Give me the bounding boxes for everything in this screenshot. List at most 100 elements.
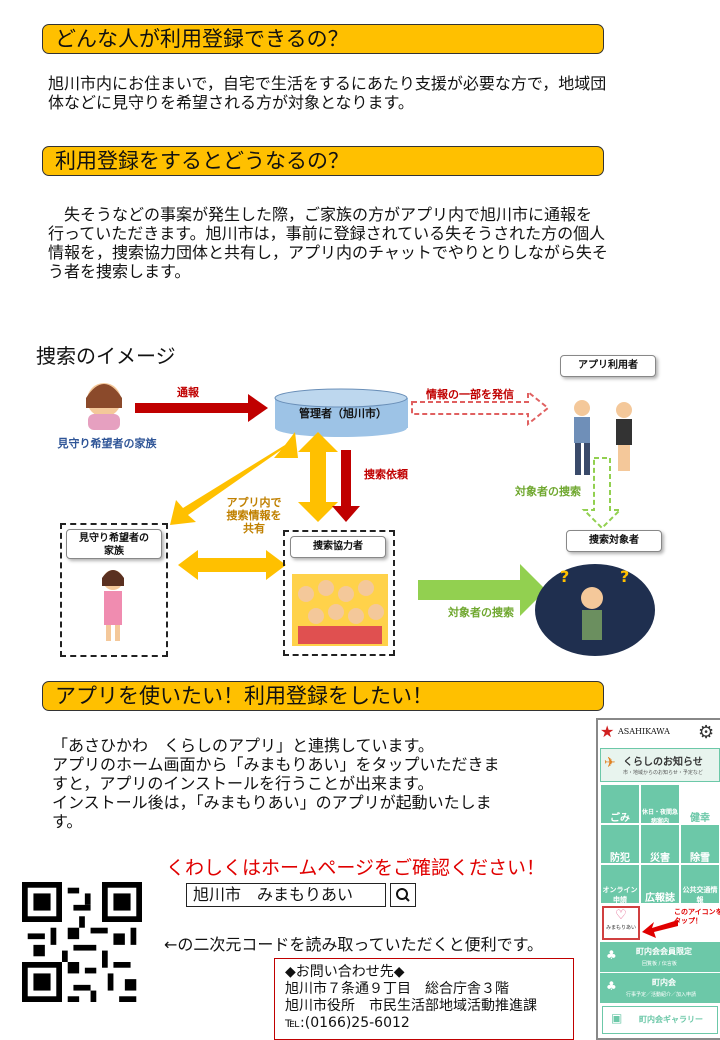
- tile-online[interactable]: オンライン申請: [600, 864, 640, 904]
- target-search-label-2: 対象者の捜索: [448, 606, 514, 619]
- diagram-title: 捜索のイメージ: [36, 344, 176, 368]
- target-search-arrow: [418, 564, 546, 616]
- green-dashed-arrow: [581, 457, 623, 530]
- community-icon: ♣: [606, 979, 617, 993]
- apply-line-3: すと，アプリのインストールを行うことが出来ます。: [52, 774, 434, 793]
- row-members-sub: 回覧板 / 伝言板: [642, 961, 677, 967]
- vertical-double-arrow: [298, 432, 338, 522]
- who-line-2: 体などに見守りを希望される方が対象となります。: [48, 93, 414, 112]
- tile-disaster[interactable]: 災害: [640, 824, 680, 864]
- search-icon[interactable]: [390, 883, 416, 907]
- admin-cylinder: [274, 388, 408, 437]
- apply-body: 「あさひかわ くらしのアプリ」と連携しています。 アプリのホーム画面から「みまも…: [52, 736, 500, 831]
- who-line-1: 旭川市内にお住まいで，自宅で生活をするにあたり支援が必要な方で，地域団: [48, 74, 607, 93]
- search-request-label: 捜索依頼: [364, 468, 408, 481]
- runner-icon: ✈: [604, 755, 616, 771]
- family-box-line-1: 見守り希望者の: [79, 533, 149, 544]
- star-logo-icon: ★: [600, 722, 615, 741]
- heart-icon: ♡: [615, 908, 627, 923]
- contact-address: 旭川市７条通９丁目 総合庁舎３階: [285, 981, 509, 997]
- who-body: 旭川市内にお住まいで，自宅で生活をするにあたり支援が必要な方で，地域団 体などに…: [48, 74, 606, 112]
- contact-office: 旭川市役所 市民生活部地域活動推進課: [285, 998, 537, 1014]
- cooperator-box: 捜索協力者: [290, 536, 386, 558]
- row-community[interactable]: ♣ 町内会 行事予定／活動紹介／加入申請: [600, 973, 720, 1003]
- share-line-2: 捜索情報を: [226, 509, 282, 522]
- tile-emergency[interactable]: 休日・夜間急病案内: [640, 784, 680, 825]
- target-box: 捜索対象者: [566, 530, 662, 552]
- info-dashed-arrow: [411, 389, 550, 427]
- app-user-box: アプリ利用者: [560, 355, 656, 377]
- section-header-what: 利用登録をするとどうなるの？: [42, 146, 604, 176]
- tile-garbage[interactable]: ごみ: [600, 784, 640, 824]
- row-members[interactable]: ♣ 町内会会員限定 回覧板 / 伝言板: [600, 942, 720, 973]
- contact-box: ◆お問い合わせ先◆ 旭川市７条通９丁目 総合庁舎３階 旭川市役所 市民生活部地域…: [274, 958, 574, 1040]
- apply-line-5: す。: [52, 812, 83, 831]
- share-line-3: 共有: [243, 522, 265, 535]
- tile-health[interactable]: 健幸: [680, 784, 720, 824]
- crowd-icon: [292, 574, 388, 646]
- tap-hint-line-1: このアイコンを: [674, 908, 720, 916]
- svg-text:?: ?: [560, 567, 569, 586]
- mimamori-tile[interactable]: ♡ みまもりあい: [602, 906, 640, 940]
- share-line-1: アプリ内で: [226, 496, 282, 509]
- row-gallery-label: 町内会ギャラリー: [639, 1015, 703, 1024]
- report-arrow: [135, 394, 268, 422]
- tile-transit[interactable]: 公共交通情報: [680, 864, 720, 904]
- apply-line-4: インストール後は，「みまもりあい」のアプリが起動いたしま: [52, 793, 492, 812]
- what-line-3: 情報を，捜索協力団体と共有し，アプリ内のチャットでやりとりしながら失そ: [48, 243, 608, 262]
- banner-title: くらしのお知らせ: [623, 757, 703, 768]
- family-box-label: 見守り希望者の 家族: [66, 529, 162, 559]
- row-members-label: 町内会会員限定: [636, 947, 692, 956]
- row-gallery[interactable]: ▣ 町内会ギャラリー: [602, 1006, 718, 1034]
- what-body: 失そうなどの事案が発生した際，ご家族の方がアプリ内で旭川市に通報を 行っていただ…: [48, 205, 608, 281]
- family-woman-icon: [102, 570, 124, 641]
- search-query-box[interactable]: 旭川市 みまもりあい: [186, 883, 386, 907]
- mimamori-label: みまもりあい: [605, 925, 636, 931]
- share-label: アプリ内で 捜索情報を 共有: [214, 496, 294, 535]
- target-search-label-1: 対象者の捜索: [515, 485, 581, 498]
- request-arrow: [332, 450, 360, 522]
- admin-label: 管理者（旭川市）: [299, 407, 387, 420]
- banner-sub: 市・地域からのお知らせ・予定など: [623, 770, 703, 776]
- app-users-icon: [574, 400, 632, 475]
- app-screenshot: ★ ASAHIKAWA ⚙ ✈ くらしのお知らせ 市・地域からのお知らせ・予定な…: [596, 718, 720, 1040]
- horizontal-double-arrow: [178, 550, 286, 580]
- apply-line-2: アプリのホーム画面から「みまもりあい」をタップいただきま: [52, 755, 500, 774]
- app-banner[interactable]: ✈ くらしのお知らせ 市・地域からのお知らせ・予定など: [600, 748, 720, 782]
- family-box-line-2: 家族: [104, 546, 124, 557]
- qr-code[interactable]: [22, 882, 142, 1002]
- section-header-apply: アプリを使いたい！利用登録をしたい！: [42, 681, 604, 711]
- apply-line-1: 「あさひかわ くらしのアプリ」と連携しています。: [52, 736, 434, 755]
- app-brand: ASAHIKAWA: [618, 727, 670, 736]
- report-label: 通報: [177, 386, 199, 399]
- tap-arrow-icon: [642, 920, 678, 938]
- night-search-image: ? ?: [535, 564, 655, 656]
- family-label: 見守り希望者の家族: [57, 437, 157, 450]
- gallery-icon: ▣: [611, 1011, 623, 1025]
- tile-newsletter[interactable]: 広報誌: [640, 864, 680, 904]
- tap-hint-line-2: タップ！: [674, 917, 702, 925]
- tile-crime[interactable]: 防犯: [600, 824, 640, 864]
- app-brand-bar: ★ ASAHIKAWA ⚙: [598, 720, 720, 746]
- row-community-label: 町内会: [652, 978, 676, 987]
- diagram-arrows: ? ?: [86, 383, 655, 656]
- what-line-4: う者を捜索します。: [48, 262, 191, 281]
- cooperator-dashed-box: [283, 530, 395, 656]
- contact-tel: ℡:(0166)25-6012: [285, 1015, 410, 1031]
- settings-gear-icon[interactable]: ⚙: [698, 722, 715, 743]
- qr-note: ←の二次元コードを読み取っていただくと便利です。: [164, 935, 544, 954]
- what-line-1: 失そうなどの事案が発生した際，ご家族の方がアプリ内で旭川市に通報を: [48, 205, 593, 224]
- family-dashed-box: [60, 523, 168, 657]
- section-header-who: どんな人が利用登録できるの？: [42, 24, 604, 54]
- members-icon: ♣: [606, 948, 617, 962]
- worried-family-icon: [86, 383, 122, 430]
- homepage-notice: くわしくはホームページをご確認ください！: [166, 857, 546, 879]
- partial-info-label: 情報の一部を発信: [426, 388, 514, 401]
- row-community-sub: 行事予定／活動紹介／加入申請: [626, 992, 697, 998]
- what-line-2: 行っていただきます。旭川市は，事前に登録されている失そうされた方の個人: [48, 224, 606, 243]
- tile-snow[interactable]: 除雪: [680, 824, 720, 864]
- share-diagonal-arrow: [170, 432, 298, 525]
- tap-hint: このアイコンを タップ！: [674, 908, 720, 926]
- contact-heading: ◆お問い合わせ先◆: [285, 964, 405, 980]
- svg-text:?: ?: [620, 567, 629, 586]
